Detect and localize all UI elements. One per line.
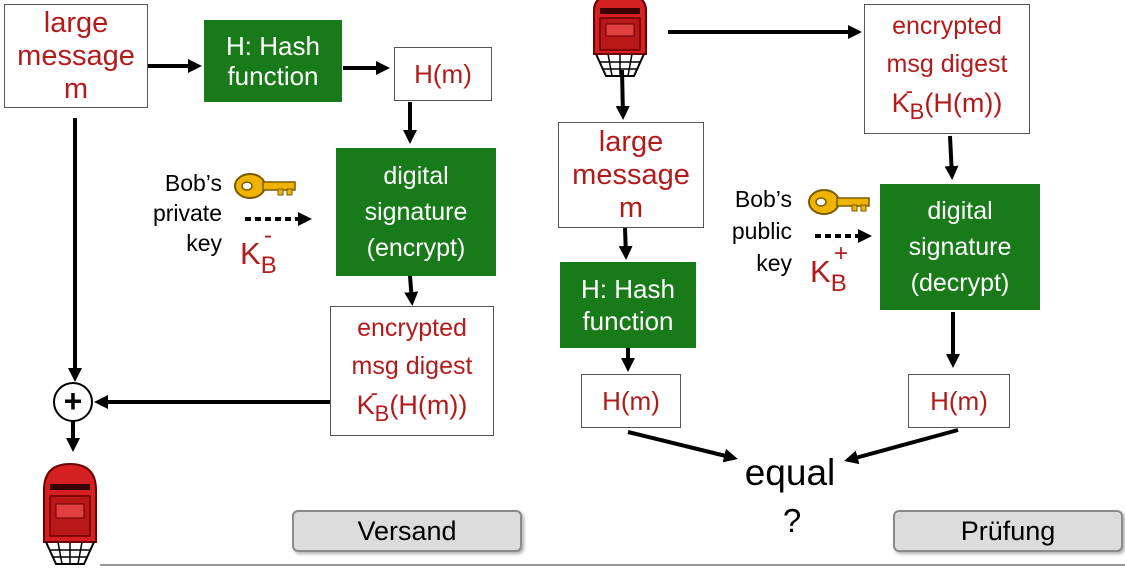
received-digest-line-2: msg digest <box>886 49 1008 78</box>
hash-value-box: H(m) <box>394 47 492 101</box>
received-hash-line-1: H: Hash <box>581 274 675 304</box>
digest-formula-sub: B <box>374 400 390 426</box>
digital-signature-decrypt-box: digital signature (decrypt) <box>880 184 1040 310</box>
digest-line-2: msg digest <box>351 351 473 380</box>
combine-circle <box>53 382 93 422</box>
public-key-label-line-3: key <box>756 250 792 276</box>
received-hash-line-2: function <box>582 306 674 336</box>
received-formula-sup: - <box>905 77 913 103</box>
received-message-line-3: m <box>618 191 644 224</box>
equal-label: equal <box>744 452 836 493</box>
key-icon <box>808 189 870 215</box>
mailbox-icon <box>43 462 97 565</box>
public-key-label-line-2: public <box>731 218 792 244</box>
received-formula-sub: B <box>909 98 925 124</box>
public-key-label: Bob’s public key <box>696 184 792 278</box>
key-icon <box>234 173 296 199</box>
message-line-1: large <box>43 6 109 39</box>
hash-value-right: H(m) <box>930 385 988 416</box>
signature-line-1: digital <box>383 162 449 190</box>
digital-signature-encrypt-box: digital signature (encrypt) <box>336 148 496 276</box>
digest-formula-k: K <box>356 389 375 420</box>
combine-symbol: + <box>63 383 83 419</box>
private-key-k: K <box>240 236 261 271</box>
private-key-label-line-1: Bob’s <box>164 170 222 196</box>
hash-line-1: H: Hash <box>226 31 320 61</box>
received-formula-k: K <box>891 87 910 118</box>
private-key-sup: - <box>264 222 272 249</box>
public-key-k: K <box>810 254 831 289</box>
public-key-label-line-1: Bob’s <box>734 186 792 212</box>
mailbox-icon <box>593 0 647 77</box>
large-message-box: large message m <box>4 4 148 108</box>
digest-line-1: encrypted <box>357 313 467 342</box>
private-key-symbol: KB - <box>240 222 277 280</box>
arrow-mailbox-to-message <box>615 69 630 120</box>
signature-line-3: (encrypt) <box>366 234 466 262</box>
received-formula-post: (H(m)) <box>924 87 1003 118</box>
encrypted-digest-box: encrypted msg digest K-B(H(m)) <box>330 306 494 436</box>
versand-stage-label: Versand <box>292 510 522 552</box>
digest-formula-sup: - <box>370 379 378 405</box>
arrow-sign-to-digest <box>404 275 419 306</box>
arrow-message-to-hash <box>618 227 633 260</box>
message-line-2: message <box>17 39 135 72</box>
private-key-label-line-3: key <box>186 230 222 256</box>
received-message-line-2: message <box>572 158 690 191</box>
decrypt-line-2: signature <box>908 233 1012 261</box>
public-key-sup: + <box>834 240 849 267</box>
decrypt-line-1: digital <box>927 197 993 225</box>
hash-value-left-box: H(m) <box>581 374 681 428</box>
digest-formula: K-B(H(m)) <box>356 380 468 434</box>
message-line-3: m <box>63 72 89 105</box>
hash-value-right-box: H(m) <box>908 374 1010 428</box>
hash-value: H(m) <box>414 58 472 89</box>
public-key-symbol: KB + <box>810 240 848 298</box>
pruefung-stage-label: Prüfung <box>893 510 1123 552</box>
private-key-label-line-2: private <box>152 200 222 226</box>
arrow-hm-right-to-equal <box>844 428 959 465</box>
received-message-box: large message m <box>558 122 704 228</box>
private-key-sub: B <box>260 252 277 280</box>
received-digest-formula: K-B(H(m)) <box>891 78 1003 132</box>
received-hash-function-box: H: Hash function <box>560 262 696 348</box>
equal-question-mark: ? <box>782 502 802 539</box>
decrypt-line-3: (decrypt) <box>910 269 1010 297</box>
private-key-label: Bob’s private key <box>120 168 222 258</box>
signature-line-2: signature <box>364 198 468 226</box>
arrow-hm-left-to-equal <box>627 430 738 463</box>
received-message-line-1: large <box>598 125 664 158</box>
received-encrypted-digest-box: encrypted msg digest K-B(H(m)) <box>864 4 1030 134</box>
digest-formula-post: (H(m)) <box>389 389 468 420</box>
public-key-sub: B <box>830 270 847 298</box>
received-digest-line-1: encrypted <box>892 11 1002 40</box>
arrow-digest-to-decrypt <box>944 135 959 180</box>
hash-line-2: function <box>227 61 319 91</box>
hash-function-box: H: Hash function <box>204 20 342 102</box>
hash-value-left: H(m) <box>602 385 660 416</box>
